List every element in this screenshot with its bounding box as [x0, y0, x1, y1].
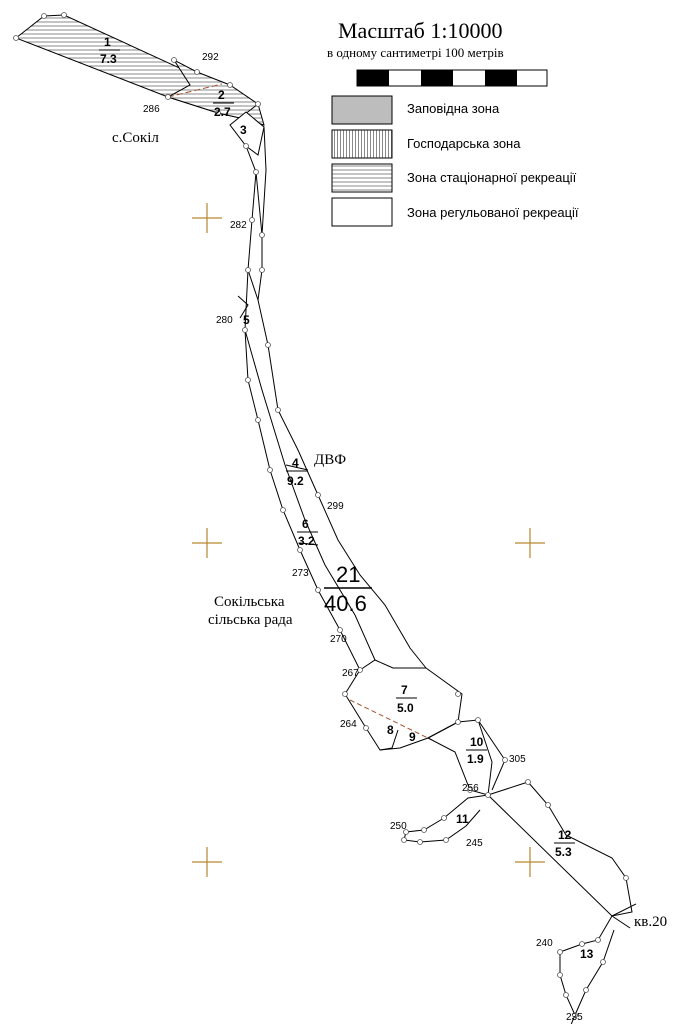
map-subtitle: в одному сантиметрі 100 метрів — [327, 45, 504, 60]
plot-12-boundary — [487, 781, 637, 929]
point-label: 282 — [230, 220, 247, 231]
point-label: 264 — [340, 719, 357, 730]
plots-7-8-9-boundary — [344, 667, 463, 751]
point-label: 270 — [330, 634, 347, 645]
grid-crosshairs — [192, 203, 545, 877]
plot-labels: 1 7.3 2 2.7 3 4 9.2 5 6 3.2 21 40.6 7 5.… — [99, 35, 594, 961]
point-label: 292 — [202, 52, 219, 63]
plot-2-number: 2 — [218, 88, 225, 102]
point-label: 235 — [566, 1012, 583, 1023]
point-label: 273 — [292, 568, 309, 579]
plot-3-number: 3 — [240, 123, 247, 137]
plot-4-number: 4 — [292, 456, 299, 470]
legend-label-regulated: Зона регульованої рекреації — [407, 205, 579, 220]
scale-bar — [356, 69, 548, 87]
plot-10-area: 1.9 — [467, 752, 484, 766]
survey-points — [13, 12, 629, 1018]
village-label: с.Сокіл — [112, 130, 159, 146]
point-label: 280 — [216, 315, 233, 326]
point-label: 256 — [462, 783, 479, 794]
plots-10-11-boundary — [403, 719, 506, 843]
point-label: 286 — [143, 104, 160, 115]
point-label: 245 — [466, 838, 483, 849]
dvf-label: ДВФ — [314, 452, 346, 468]
council-label-line2: сільська рада — [208, 612, 293, 628]
point-labels: 292 286 282 280 299 273 270 267 264 305 … — [143, 52, 583, 1023]
plot-13-boundary — [559, 915, 615, 1024]
plot-8-number: 8 — [387, 723, 394, 737]
plot-1-number: 1 — [104, 35, 111, 49]
plot-1-area: 7.3 — [100, 52, 117, 66]
plot-7-area: 5.0 — [397, 701, 414, 715]
council-label-line1: Сокільська — [214, 594, 285, 610]
plot-9-number: 9 — [409, 730, 416, 744]
plot-10-number: 10 — [470, 735, 484, 749]
plot-12-area: 5.3 — [555, 845, 572, 859]
legend-swatch-regulated — [331, 197, 393, 227]
plot-21-number: 21 — [336, 562, 360, 587]
point-label: 305 — [509, 754, 526, 765]
legend-label-stationary: Зона стаціонарної рекреації — [407, 170, 577, 185]
plot-5-number: 5 — [243, 313, 250, 327]
legend-swatch-reserve — [331, 95, 393, 125]
plot-7-number: 7 — [401, 683, 408, 697]
plot-21-area: 40.6 — [324, 591, 367, 616]
plot-12-number: 12 — [558, 828, 572, 842]
point-label: 299 — [327, 501, 344, 512]
legend-swatch-economic — [331, 129, 393, 159]
plot-4-area: 9.2 — [287, 474, 304, 488]
plot-3-boundary — [229, 111, 265, 156]
map-title: Масштаб 1:10000 — [338, 18, 502, 43]
point-label: 240 — [536, 938, 553, 949]
point-label: 250 — [390, 821, 407, 832]
legend-swatch-stationary — [331, 163, 393, 193]
plot-6-number: 6 — [302, 517, 309, 531]
quarter-label: кв.20 — [634, 914, 667, 930]
plot-6-area: 3.2 — [298, 534, 315, 548]
legend: Заповідна зона Господарська зона Зона ст… — [331, 95, 579, 227]
point-label: 267 — [342, 668, 359, 679]
plot-2-area: 2.7 — [214, 105, 231, 119]
plot-13-number: 13 — [580, 947, 594, 961]
plot-11-number: 11 — [456, 812, 469, 826]
legend-label-economic: Господарська зона — [407, 136, 521, 151]
legend-label-reserve: Заповідна зона — [407, 101, 500, 116]
